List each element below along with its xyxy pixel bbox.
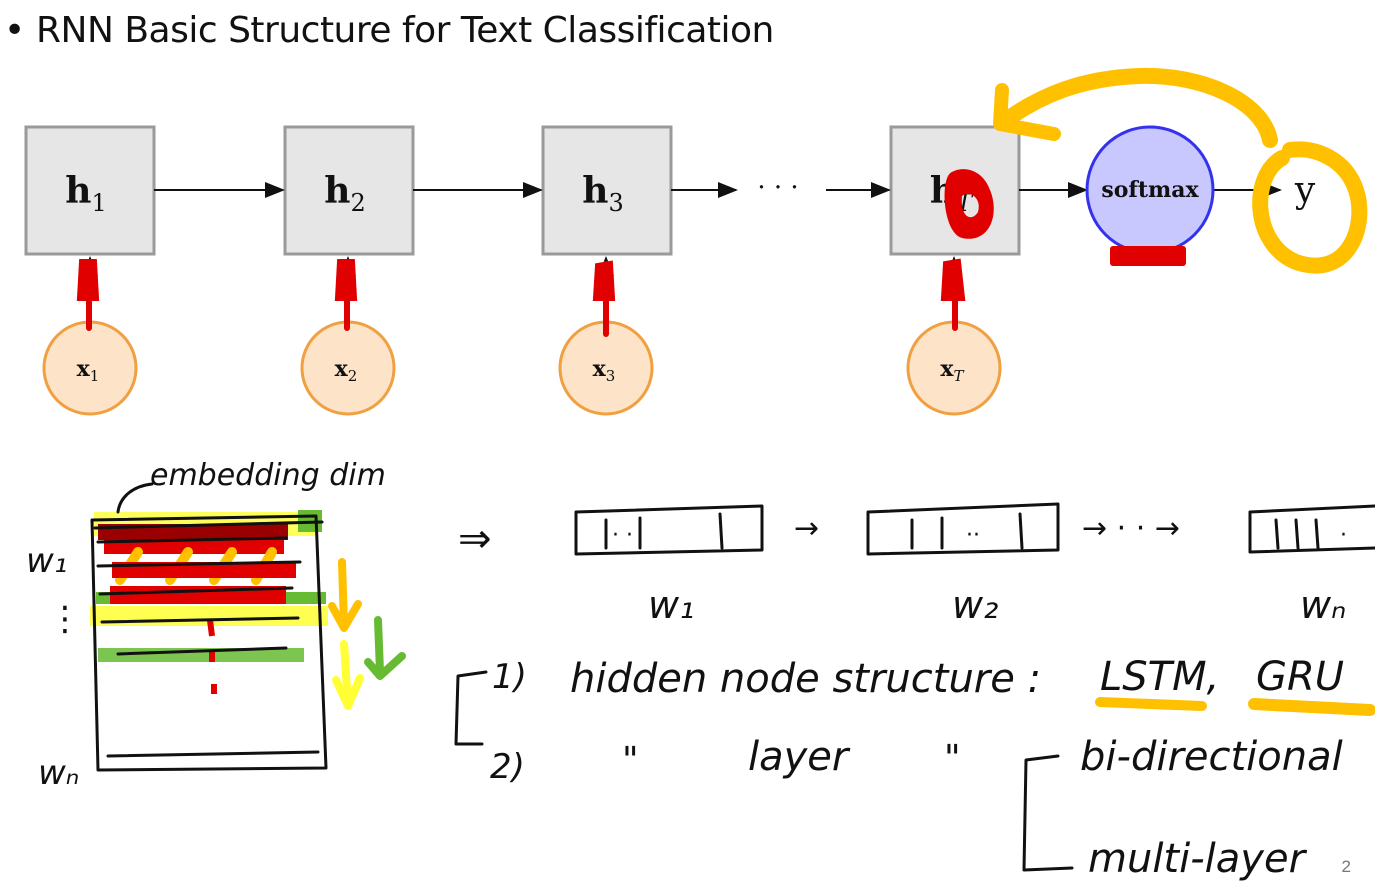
svg-text:x3: x3 xyxy=(593,356,616,385)
red-mark-input-3 xyxy=(592,260,616,337)
red-mark-input-T xyxy=(940,258,966,331)
item2-ditto-1: " xyxy=(622,740,639,781)
hidden-node-3: h3 xyxy=(541,125,673,256)
input-node-2: x2 xyxy=(300,256,396,416)
title-text: RNN Basic Structure for Text Classificat… xyxy=(36,10,774,51)
page-number: 2 xyxy=(1341,857,1351,876)
embedding-matrix-sketch xyxy=(90,482,406,772)
red-circle-hT xyxy=(944,169,994,239)
output-y: y xyxy=(1294,170,1316,211)
implies-arrow: ⇒ xyxy=(458,516,492,562)
svg-text:x1: x1 xyxy=(77,356,100,385)
word-vector-wn: · xyxy=(1248,504,1375,554)
word-vector-w2: ·· xyxy=(866,502,1060,556)
item2-ditto-2: " xyxy=(944,738,961,779)
vector-arrow-2: → · · → xyxy=(1082,511,1180,546)
red-bar-softmax xyxy=(1110,246,1186,266)
gru-underline xyxy=(1248,698,1375,716)
svg-text:· ·: · · xyxy=(612,523,633,548)
slide-title: • RNN Basic Structure for Text Classifica… xyxy=(4,10,774,51)
bullet-glyph: • xyxy=(4,10,25,51)
svg-text:softmax: softmax xyxy=(1101,177,1199,203)
gru-label: GRU xyxy=(1256,654,1344,700)
orange-arrowhead xyxy=(993,83,1061,141)
vector-label-w1: w₁ xyxy=(648,583,694,627)
red-mark-input-2 xyxy=(334,259,358,331)
orange-circle-y xyxy=(1252,141,1368,274)
lstm-label: LSTM, xyxy=(1100,654,1219,700)
embedding-dim-label: embedding dim xyxy=(150,458,386,493)
bidirectional-label: bi-directional xyxy=(1080,734,1343,780)
svg-text:xT: xT xyxy=(940,356,964,385)
row-wn-label: wₙ xyxy=(38,753,79,793)
options-bracket xyxy=(1022,754,1074,872)
vector-arrow-1: → xyxy=(794,511,819,546)
softmax-node: softmax xyxy=(1085,125,1215,255)
red-mark-input-1 xyxy=(76,259,100,331)
svg-text:··: ·· xyxy=(966,523,980,548)
item1-text: hidden node structure : xyxy=(570,656,1041,702)
row-w1-label: w₁ xyxy=(26,541,67,581)
hidden-node-1: h1 xyxy=(24,125,156,256)
word-vector-w1: · · xyxy=(574,504,764,556)
svg-text:x2: x2 xyxy=(335,356,358,385)
orange-arc-back xyxy=(998,67,1278,148)
svg-text:·: · xyxy=(1340,523,1347,548)
ellipsis: · · · xyxy=(757,173,798,203)
svg-text:h1: h1 xyxy=(65,170,106,217)
item2-number: 2) xyxy=(490,747,525,787)
lstm-underline xyxy=(1095,697,1207,711)
svg-text:h3: h3 xyxy=(582,170,623,217)
multilayer-label: multi-layer xyxy=(1088,836,1308,882)
item2-text: layer xyxy=(748,734,851,780)
list-bracket xyxy=(454,670,488,746)
hidden-node-2: h2 xyxy=(283,125,415,256)
item1-number: 1) xyxy=(492,657,527,697)
row-dots-label: ⋮ xyxy=(48,599,82,639)
vector-label-wn: wₙ xyxy=(1300,583,1346,627)
vector-label-w2: w₂ xyxy=(952,583,998,627)
svg-text:h2: h2 xyxy=(324,170,365,217)
